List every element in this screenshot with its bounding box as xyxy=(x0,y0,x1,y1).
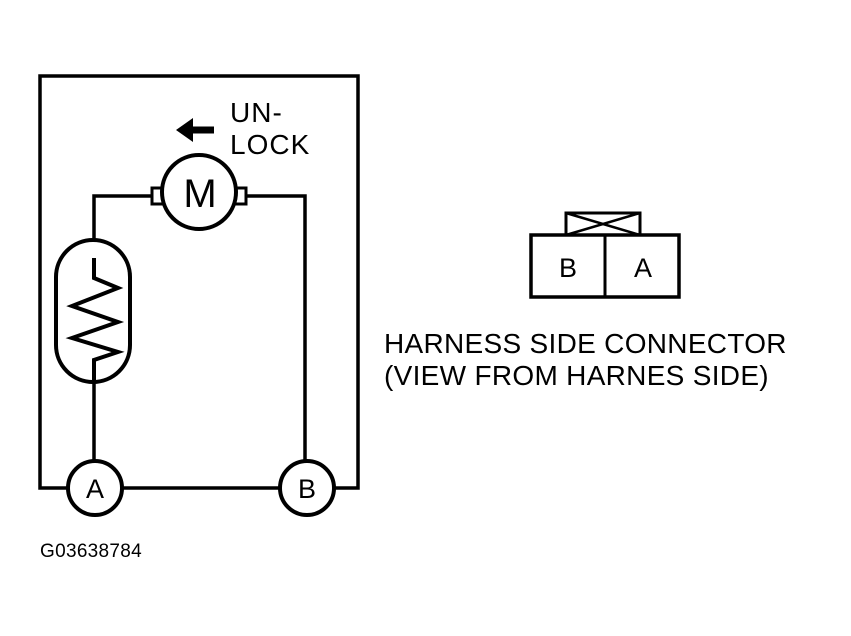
terminal-b xyxy=(278,459,336,517)
harness-connector: B A xyxy=(529,211,681,299)
motor-label: M xyxy=(183,172,216,216)
motor-symbol xyxy=(160,153,238,231)
wire-motor-to-b xyxy=(244,194,307,464)
connector-pin-right-label: A xyxy=(634,253,652,283)
unlock-label-line2: LOCK xyxy=(230,129,310,160)
unlock-label-line1: UN- xyxy=(230,97,283,128)
unlock-arrow-icon xyxy=(176,118,214,142)
housing-outline xyxy=(38,74,360,490)
terminal-a-label: A xyxy=(86,474,104,504)
wire-a-to-motor xyxy=(92,194,154,464)
terminal-a xyxy=(66,459,124,517)
terminal-b-label: B xyxy=(298,474,316,504)
connector-pin-left-label: B xyxy=(559,253,577,283)
connector-caption-line2: (VIEW FROM HARNES SIDE) xyxy=(384,360,769,391)
connector-caption-line1: HARNESS SIDE CONNECTOR xyxy=(384,328,787,359)
ptc-zigzag-element xyxy=(65,258,125,382)
figure-id-label: G03638784 xyxy=(40,541,143,562)
